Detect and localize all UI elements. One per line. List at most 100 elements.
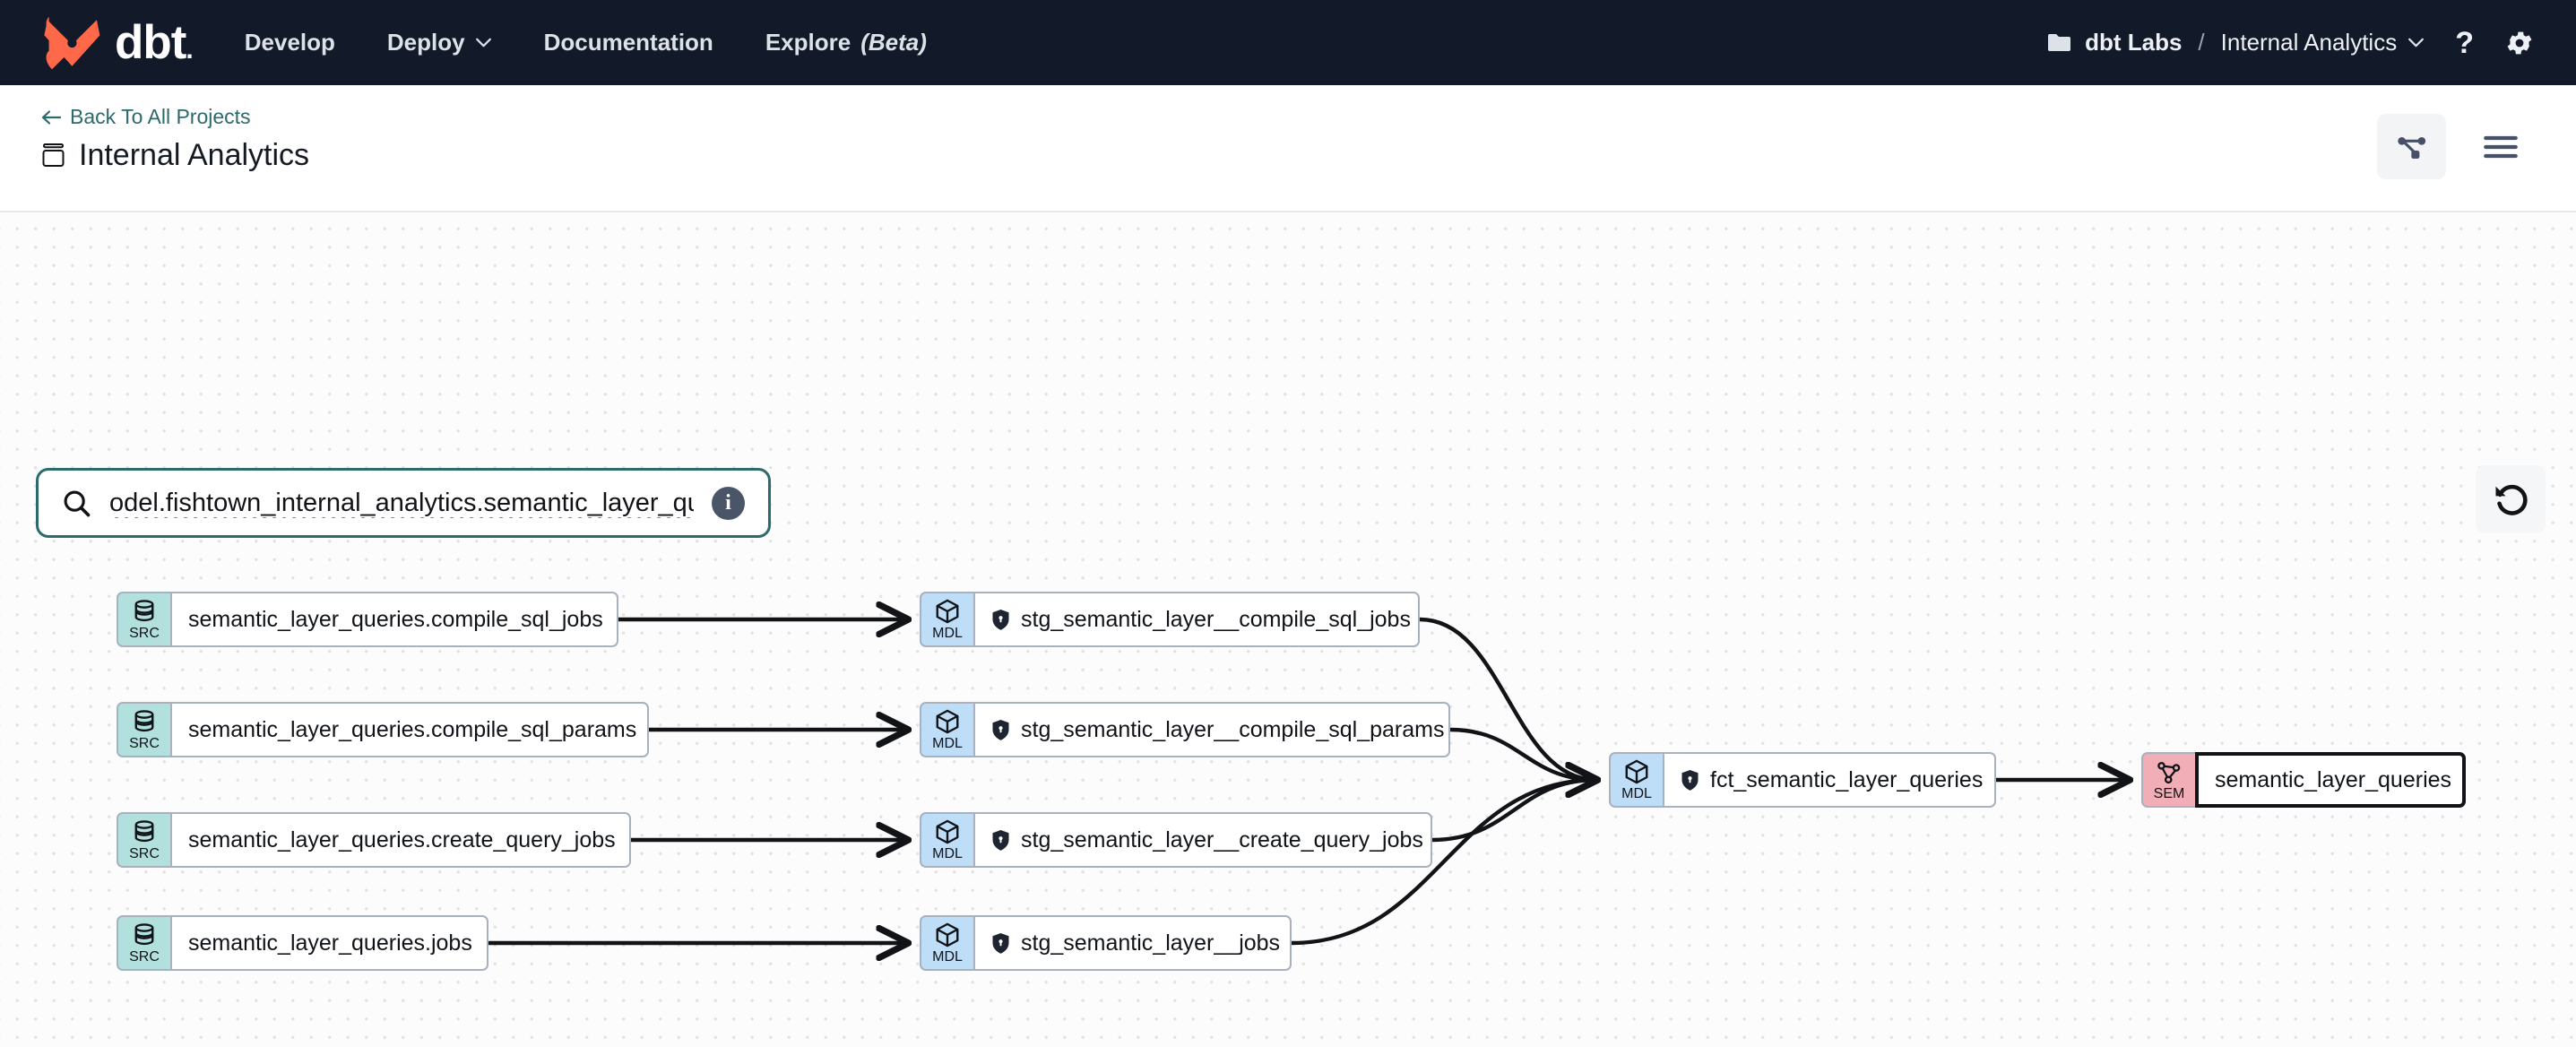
- node-label: semantic_layer_queries.compile_sql_jobs: [188, 606, 603, 632]
- account-breadcrumb: dbt Labs / Internal Analytics: [2047, 29, 2425, 56]
- node-body[interactable]: fct_semantic_layer_queries: [1663, 752, 1996, 808]
- search-info-icon[interactable]: i: [712, 486, 745, 520]
- graph-view-button[interactable]: [2377, 114, 2446, 179]
- node-badge-label: MDL: [1621, 786, 1652, 801]
- nav-link-explore[interactable]: Explore (Beta): [765, 29, 927, 56]
- node-badge-label: SRC: [129, 626, 160, 641]
- graph-node-sem[interactable]: SEM semantic_layer_queries: [2141, 752, 2466, 808]
- node-body[interactable]: semantic_layer_queries.create_query_jobs: [170, 812, 631, 868]
- search-input[interactable]: odel.fishtown_internal_analytics.semanti…: [109, 488, 694, 517]
- node-label: stg_semantic_layer__create_query_jobs: [1021, 826, 1423, 852]
- node-label: stg_semantic_layer__compile_sql_params: [1021, 716, 1445, 742]
- node-label: stg_semantic_layer__jobs: [1021, 930, 1281, 956]
- node-badge-label: SRC: [129, 736, 160, 751]
- list-view-button[interactable]: [2466, 114, 2535, 179]
- graph-node-src4[interactable]: SRC semantic_layer_queries.jobs: [117, 915, 488, 971]
- folder-icon: [2048, 33, 2071, 51]
- node-badge-label: MDL: [932, 846, 963, 861]
- page-title: Internal Analytics: [79, 138, 310, 172]
- nav-right-cluster: dbt Labs / Internal Analytics ?: [2047, 28, 2535, 58]
- nav-link-label: Documentation: [543, 29, 713, 56]
- graph-layer: SRC semantic_layer_queries.compile_sql_jo…: [0, 212, 2576, 1047]
- node-type-badge-mdl: MDL: [920, 915, 973, 971]
- back-link-label: Back To All Projects: [70, 105, 251, 128]
- node-type-badge-src: SRC: [117, 702, 170, 757]
- node-type-badge-mdl: MDL: [920, 812, 973, 868]
- graph-node-mdl4[interactable]: MDL stg_semantic_layer__jobs: [920, 915, 1292, 971]
- reset-graph-button[interactable]: [2476, 465, 2546, 533]
- node-badge-label: MDL: [932, 949, 963, 965]
- cube-icon: [1625, 759, 1648, 784]
- node-label: semantic_layer_queries.create_query_jobs: [188, 826, 616, 852]
- private-shield-icon: [1681, 769, 1699, 791]
- node-badge-label: SRC: [129, 846, 160, 861]
- dbt-logo-icon: [44, 16, 100, 69]
- back-to-all-projects-link[interactable]: Back To All Projects: [41, 105, 309, 129]
- database-icon: [134, 600, 154, 622]
- cube-icon: [936, 599, 959, 624]
- node-badge-label: MDL: [932, 736, 963, 751]
- reset-icon: [2495, 484, 2528, 515]
- project-archive-icon: [42, 143, 65, 167]
- nav-link-develop[interactable]: Develop: [245, 29, 335, 56]
- node-body[interactable]: semantic_layer_queries.jobs: [170, 915, 488, 971]
- node-label: semantic_layer_queries.jobs: [188, 930, 472, 956]
- settings-button[interactable]: [2504, 28, 2535, 58]
- project-subheader: Back To All Projects Internal Analytics: [0, 85, 2576, 212]
- cube-icon: [936, 819, 959, 844]
- account-org-label[interactable]: dbt Labs: [2085, 29, 2183, 56]
- graph-node-mdl2[interactable]: MDL stg_semantic_layer__compile_sql_param…: [920, 702, 1450, 757]
- nav-link-label: Deploy: [386, 29, 465, 56]
- gear-icon: [2507, 31, 2532, 54]
- page-title-row: Internal Analytics: [41, 138, 309, 173]
- node-body[interactable]: semantic_layer_queries.compile_sql_param…: [170, 702, 649, 757]
- view-mode-toggles: [2377, 105, 2535, 179]
- node-label: stg_semantic_layer__compile_sql_jobs: [1021, 606, 1411, 632]
- chevron-down-icon: [475, 38, 491, 48]
- list-view-icon: [2483, 135, 2518, 158]
- dbt-brand[interactable]: dbt.: [41, 15, 194, 71]
- account-project-selector[interactable]: Internal Analytics: [2221, 29, 2425, 56]
- nav-link-deploy[interactable]: Deploy: [387, 29, 492, 56]
- node-body[interactable]: stg_semantic_layer__create_query_jobs: [973, 812, 1432, 868]
- brand-wordmark: dbt.: [115, 16, 194, 69]
- node-label: fct_semantic_layer_queries: [1710, 766, 1984, 792]
- nav-link-label: Explore: [765, 29, 851, 56]
- nav-link-beta-tag: (Beta): [860, 29, 927, 56]
- graph-node-src3[interactable]: SRC semantic_layer_queries.create_query_j…: [117, 812, 631, 868]
- node-body[interactable]: semantic_layer_queries.compile_sql_jobs: [170, 592, 618, 647]
- node-body[interactable]: stg_semantic_layer__compile_sql_params: [973, 702, 1450, 757]
- private-shield-icon: [992, 932, 1009, 954]
- node-type-badge-src: SRC: [117, 915, 170, 971]
- lineage-canvas[interactable]: odel.fishtown_internal_analytics.semanti…: [0, 212, 2576, 1047]
- semantic-node-icon: [2157, 761, 2181, 784]
- graph-edge-mdl2-to-fct: [1449, 727, 1596, 780]
- graph-node-mdl1[interactable]: MDL stg_semantic_layer__compile_sql_jobs: [920, 592, 1420, 647]
- node-body[interactable]: stg_semantic_layer__jobs: [973, 915, 1292, 971]
- node-type-badge-src: SRC: [117, 812, 170, 868]
- node-body[interactable]: semantic_layer_queries: [2195, 752, 2466, 808]
- graph-edge-mdl3-to-fct: [1431, 780, 1596, 843]
- node-body[interactable]: stg_semantic_layer__compile_sql_jobs: [973, 592, 1420, 647]
- node-type-badge-sem: SEM: [2141, 752, 2195, 808]
- help-button[interactable]: ?: [2455, 28, 2474, 58]
- private-shield-icon: [992, 829, 1009, 851]
- graph-node-src2[interactable]: SRC semantic_layer_queries.compile_sql_pa…: [117, 702, 649, 757]
- node-type-badge-mdl: MDL: [1609, 752, 1663, 808]
- graph-node-src1[interactable]: SRC semantic_layer_queries.compile_sql_jo…: [117, 592, 618, 647]
- lineage-search-box[interactable]: odel.fishtown_internal_analytics.semanti…: [36, 468, 771, 538]
- nav-link-label: Develop: [244, 29, 335, 56]
- node-label: semantic_layer_queries.compile_sql_param…: [188, 716, 637, 742]
- node-type-badge-src: SRC: [117, 592, 170, 647]
- database-icon: [134, 820, 154, 843]
- node-badge-label: MDL: [932, 626, 963, 641]
- nav-link-documentation[interactable]: Documentation: [544, 29, 713, 56]
- private-shield-icon: [992, 609, 1009, 630]
- private-shield-icon: [992, 719, 1009, 740]
- top-navigation-bar: dbt. Develop Deploy Documentation Explor…: [0, 0, 2576, 85]
- graph-node-mdl3[interactable]: MDL stg_semantic_layer__create_query_jobs: [920, 812, 1432, 868]
- graph-node-fct[interactable]: MDL fct_semantic_layer_queries: [1609, 752, 1996, 808]
- account-project-label: Internal Analytics: [2220, 29, 2398, 56]
- node-label: semantic_layer_queries: [2215, 766, 2452, 792]
- cube-icon: [936, 709, 959, 734]
